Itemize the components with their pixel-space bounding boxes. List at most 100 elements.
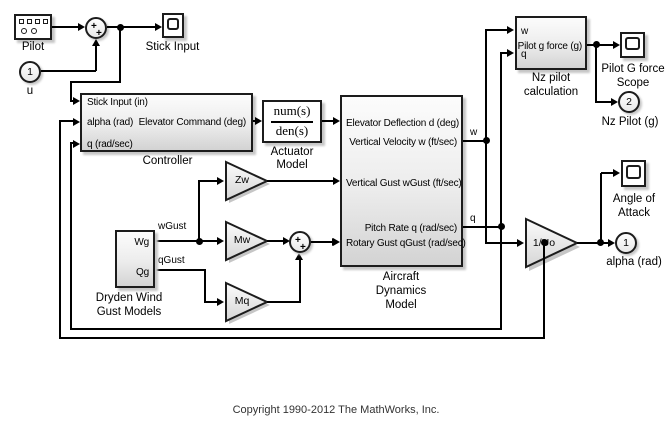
controller-block[interactable]: Stick Input (in) alpha (rad) q (rad/sec)… xyxy=(80,93,253,152)
aoa-scope-block[interactable] xyxy=(621,160,646,187)
sum2-block[interactable]: + + xyxy=(289,231,311,253)
wire xyxy=(41,70,96,72)
arrowhead xyxy=(507,26,514,34)
gforce-scope-block[interactable] xyxy=(620,32,645,58)
signal-builder-icon xyxy=(19,19,24,24)
actuator-label-1: Actuator xyxy=(270,146,314,158)
alpha-outport-block[interactable]: 1 xyxy=(615,232,637,254)
wire xyxy=(267,301,301,303)
aoa-scope-label-1: Angle of xyxy=(612,193,656,205)
actuator-label-2: Model xyxy=(276,159,308,171)
nz-calc-label-2: calculation xyxy=(523,86,579,98)
sum1-block[interactable]: + + xyxy=(85,17,107,39)
wire xyxy=(311,241,333,243)
dryden-gust-block[interactable]: Wg Qg xyxy=(115,230,155,288)
uo-gain-block[interactable] xyxy=(525,217,582,274)
dryden-out-wg: Wg xyxy=(134,237,149,248)
wire xyxy=(485,29,487,244)
qgust-signal-label: qGust xyxy=(158,255,185,266)
zw-gain-label: Zw xyxy=(235,174,249,186)
aircraft-dynamics-block[interactable]: Elevator Deflection d (deg) Vertical Vel… xyxy=(340,95,466,267)
fraction-bar xyxy=(271,121,313,123)
signal-builder-icon xyxy=(31,28,37,34)
stick-scope-label: Stick Input xyxy=(145,41,200,53)
wgust-signal-label: wGust xyxy=(158,221,187,232)
plus-sign: + xyxy=(300,242,306,253)
signal-builder-icon xyxy=(21,28,27,34)
wire xyxy=(70,81,72,102)
scope-screen-icon xyxy=(625,37,640,50)
wire xyxy=(107,26,156,28)
gforce-scope-label-1: Pilot G force xyxy=(601,63,665,75)
pilot-block[interactable] xyxy=(14,14,52,40)
arrowhead xyxy=(507,49,514,57)
stick-input-scope-block[interactable] xyxy=(162,13,184,38)
wire xyxy=(500,52,502,330)
wire xyxy=(322,120,334,122)
wire xyxy=(299,260,301,303)
aircraft-out-q: Pitch Rate q (rad/sec) xyxy=(364,223,458,234)
u-constant-label: u xyxy=(26,85,34,97)
arrowhead xyxy=(611,98,618,106)
wire xyxy=(595,101,612,103)
arrowhead xyxy=(517,239,524,247)
wire xyxy=(486,29,508,31)
scope-screen-icon xyxy=(626,165,641,179)
wire xyxy=(267,240,284,242)
wire xyxy=(198,180,200,242)
plus-sign: + xyxy=(91,21,97,32)
u-constant-block[interactable]: 1 xyxy=(19,61,41,83)
wire xyxy=(119,27,121,82)
plus-sign: + xyxy=(96,28,102,39)
mw-gain-block[interactable] xyxy=(225,220,271,264)
arrowhead xyxy=(78,23,85,31)
w-signal-label: w xyxy=(470,127,478,138)
aircraft-label-1: Aircraft xyxy=(382,271,420,283)
wire xyxy=(70,142,75,144)
nz-calc-label-1: Nz pilot xyxy=(531,72,571,84)
actuator-block[interactable]: num(s) den(s) xyxy=(262,100,322,143)
branch-dot xyxy=(541,239,548,246)
arrowhead xyxy=(217,298,224,306)
wire xyxy=(52,26,78,28)
aircraft-label-3: Model xyxy=(385,299,417,311)
gain-triangle-icon xyxy=(225,220,270,262)
wire xyxy=(198,180,218,182)
arrowhead xyxy=(295,253,303,260)
nz-pilot-calc-block[interactable]: w q Pilot g force (g) xyxy=(515,16,587,70)
transfer-fn-numerator: num(s) xyxy=(273,103,311,118)
u-constant-value: 1 xyxy=(27,66,33,78)
wire xyxy=(59,337,545,339)
controller-out-elevator: Elevator Command (deg) xyxy=(138,117,247,128)
arrowhead xyxy=(217,237,224,245)
mq-gain-block[interactable] xyxy=(225,281,271,325)
dryden-label-2: Gust Models xyxy=(96,306,162,318)
gain-triangle-icon xyxy=(525,217,580,269)
zw-gain-block[interactable] xyxy=(225,160,271,204)
wire xyxy=(601,172,614,174)
wire xyxy=(59,120,73,122)
aircraft-out-w: Vertical Velocity w (ft/sec) xyxy=(349,137,457,148)
wire xyxy=(204,301,218,303)
alpha-outport-label: alpha (rad) xyxy=(606,256,662,268)
arrowhead xyxy=(333,177,340,185)
arrowhead xyxy=(613,169,620,177)
alpha-outport-number: 1 xyxy=(623,237,629,249)
pilot-label: Pilot xyxy=(21,41,45,53)
gain-triangle-icon xyxy=(225,281,270,323)
mw-gain-label: Mw xyxy=(233,234,251,246)
arrowhead xyxy=(283,237,290,245)
controller-in-q: q (rad/sec) xyxy=(87,139,133,150)
dryden-out-qg: Qg xyxy=(136,267,149,278)
wire xyxy=(501,52,508,54)
nz-in-w: w xyxy=(521,26,529,37)
wire xyxy=(486,242,518,244)
scope-screen-icon xyxy=(167,18,179,30)
arrowhead xyxy=(613,41,620,49)
wire xyxy=(600,173,602,244)
copyright-text: Copyright 1990-2012 The MathWorks, Inc. xyxy=(232,404,440,416)
wire xyxy=(155,240,218,242)
nz-outport-block[interactable]: 2 xyxy=(618,91,640,113)
gain-triangle-icon xyxy=(225,160,270,202)
